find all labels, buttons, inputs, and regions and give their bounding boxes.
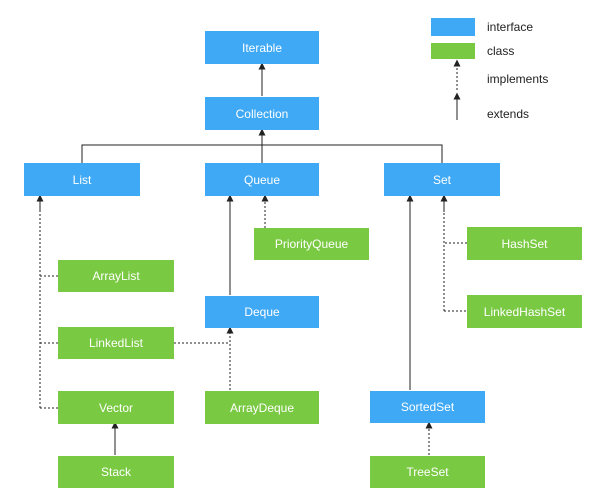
node-arraylist: ArrayList: [58, 260, 174, 292]
legend-interface-label: interface: [487, 20, 534, 34]
legend-class-label: class: [487, 44, 515, 58]
node-queue: Queue: [205, 163, 319, 196]
node-list: List: [24, 163, 140, 196]
node-linkedhashset: LinkedHashSet: [467, 295, 582, 328]
edge-list-implementations: [39, 198, 58, 409]
node-arraydeque: ArrayDeque: [205, 391, 319, 424]
node-stack: Stack: [58, 456, 174, 488]
node-vector: Vector: [58, 391, 174, 424]
edge-hashset-linkedhashset-set: [443, 198, 467, 312]
node-hashset: HashSet: [467, 227, 582, 260]
node-sortedset: SortedSet: [370, 391, 485, 423]
node-priorityqueue: PriorityQueue: [254, 228, 369, 260]
node-collection: Collection: [205, 97, 319, 130]
legend-class-swatch: [431, 43, 475, 59]
node-iterable: Iterable: [205, 31, 319, 64]
legend-implements-label: implements: [487, 72, 549, 86]
node-treeset: TreeSet: [370, 456, 485, 488]
node-linkedlist: LinkedList: [58, 327, 174, 359]
node-deque: Deque: [205, 296, 319, 328]
node-set: Set: [384, 163, 500, 196]
legend-interface-swatch: [431, 18, 475, 36]
legend-extends-label: extends: [487, 107, 530, 121]
